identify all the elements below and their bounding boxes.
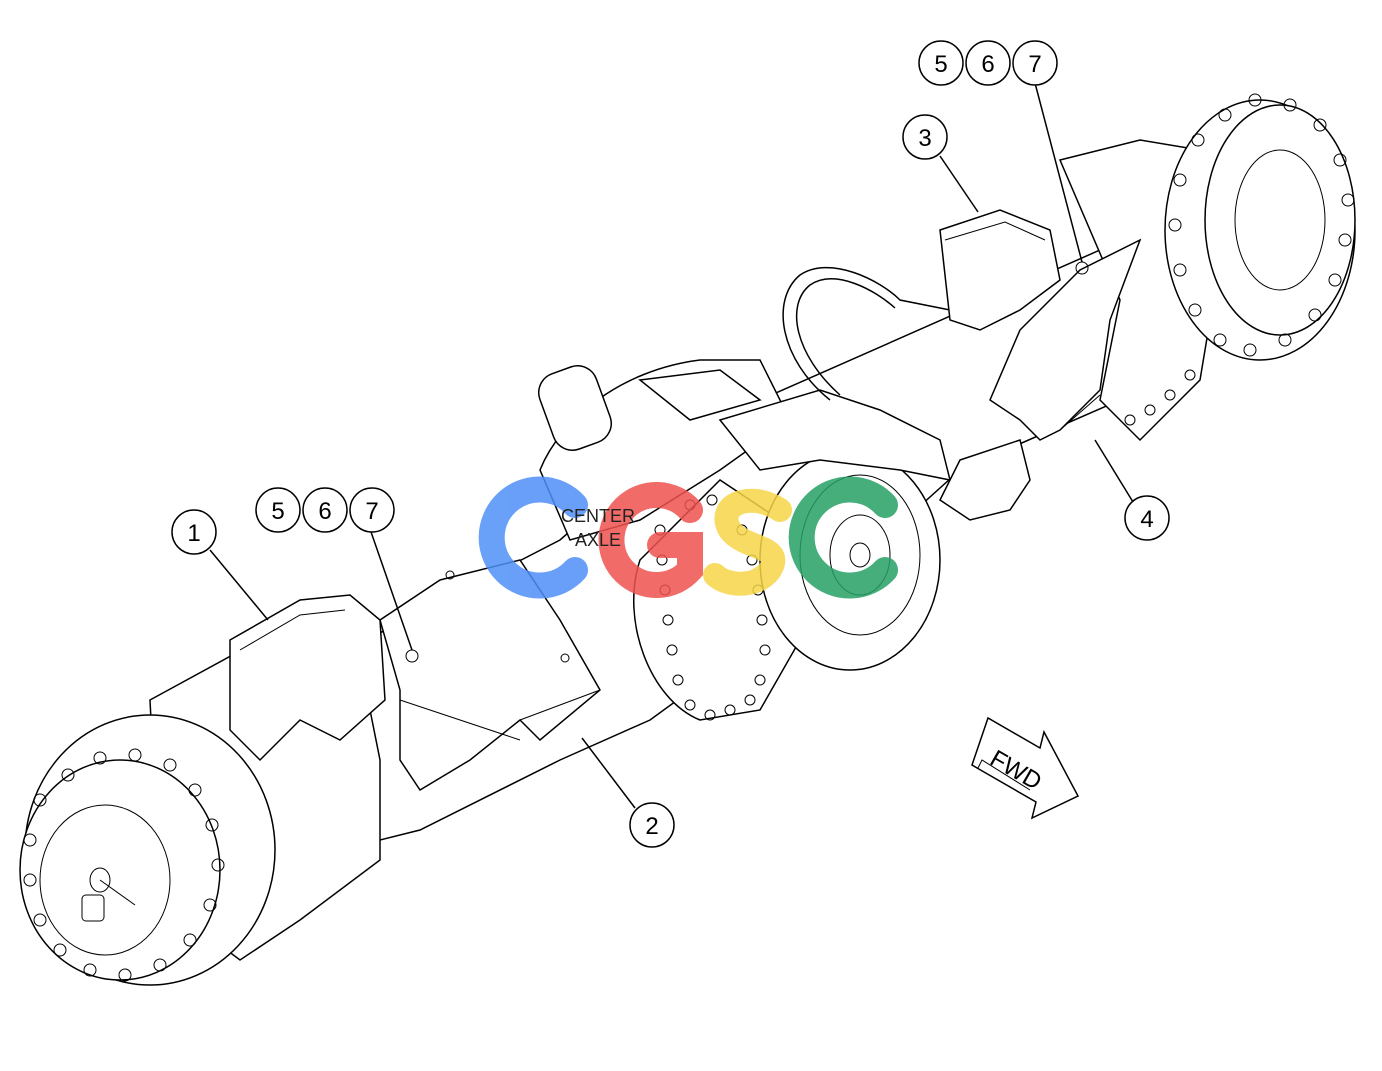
svg-text:6: 6 — [981, 51, 994, 78]
svg-text:2: 2 — [645, 813, 658, 840]
svg-text:3: 3 — [918, 125, 931, 152]
hydraulic-line — [782, 266, 951, 401]
svg-text:6: 6 — [318, 498, 331, 525]
right-guard — [939, 209, 1061, 331]
svg-text:AXLE: AXLE — [575, 530, 621, 550]
right-hub-bolts — [1124, 93, 1355, 426]
leader-lines — [209, 82, 1134, 809]
svg-text:4: 4 — [1140, 506, 1153, 533]
watermark-logo — [478, 476, 898, 599]
callout-3: 3 — [902, 114, 948, 160]
right-support-plate — [989, 238, 1142, 441]
callout-group-right: 5 6 7 — [918, 40, 1058, 86]
callout-group-left: 5 6 7 — [255, 487, 395, 533]
left-hub-bolts — [23, 748, 225, 982]
right-wheel-hub — [1058, 99, 1356, 442]
svg-text:1: 1 — [187, 520, 200, 547]
callout-2: 2 — [629, 802, 675, 848]
svg-text:CENTER: CENTER — [561, 506, 635, 526]
fwd-arrow: FWD — [971, 716, 1080, 820]
svg-text:5: 5 — [271, 498, 284, 525]
center-axle-label: CENTER AXLE — [561, 506, 635, 550]
svg-text:5: 5 — [934, 51, 947, 78]
svg-text:7: 7 — [365, 498, 378, 525]
callout-4: 4 — [1124, 495, 1170, 541]
left-guard — [229, 594, 386, 762]
callout-1: 1 — [171, 509, 217, 555]
svg-text:7: 7 — [1028, 51, 1041, 78]
